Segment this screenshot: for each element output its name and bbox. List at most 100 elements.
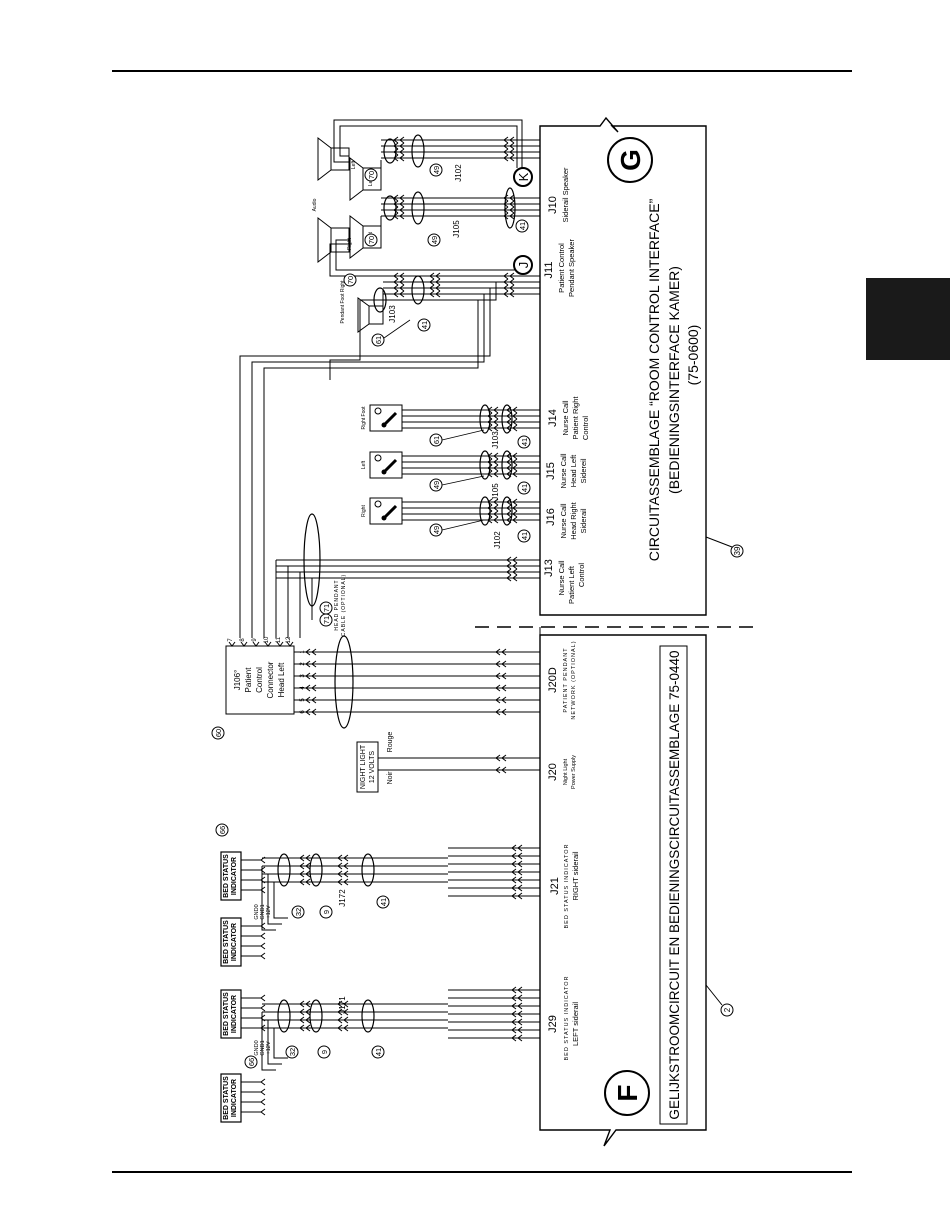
connector-chevron [495,754,501,762]
connector-chevron [393,284,399,292]
room-board-part: (75-0600) [685,325,701,386]
connector-chevron [487,412,493,420]
svg-text:PATIENT PENDANT: PATIENT PENDANT [563,647,569,712]
bed-status-box [220,851,242,901]
connector-chevron [509,136,515,144]
callout-ring [417,318,431,332]
connector-chevron [487,452,493,460]
connector-chevron [337,1024,343,1032]
connector-chevron [337,862,343,870]
connector-chevron [511,860,517,868]
connector-chevron [509,206,515,214]
connector-chevron [260,1098,266,1106]
wire-label: GND0 [254,1040,260,1055]
connector-chevron [305,648,311,656]
connector-chevron [429,284,435,292]
connector-chevron [493,424,499,432]
night-light-label: NIGHT LIGHT [360,744,367,789]
pin-label: 8 [240,638,246,642]
connector-chevron [305,1024,311,1032]
harness-loop [309,853,323,887]
wire [273,882,288,919]
harness-j105-mid: J105 [491,483,500,501]
connector-chevron [501,648,507,656]
connector-chevron [260,856,266,864]
connector-chevron [399,212,405,220]
connector-j15: J15 Nurse Call Head Left Sidereil [545,453,588,488]
connector-chevron [517,1034,523,1042]
speaker-pendant-label: Pendant Foot Right [340,280,346,324]
connector-chevron [399,148,405,156]
callout-39: 39 [733,546,742,555]
connector-chevron [264,641,272,647]
night-light-box [356,741,379,793]
pin-label: 2 [300,662,306,666]
connector-chevron [517,868,523,876]
connector-chevron [506,412,512,420]
connector-chevron [487,470,493,478]
callout-ring [517,481,531,495]
connector-chevron [429,290,435,298]
connector-chevron [512,424,518,432]
wire [251,294,485,638]
connector-chevron [311,696,317,704]
connector-chevron [487,424,493,432]
connector-chevron [517,884,523,892]
callout-ring [364,233,378,247]
connector-chevron [517,986,523,994]
connector-chevron [501,684,507,692]
wire [261,866,276,931]
switch-left [369,451,403,479]
connector-chevron [511,892,517,900]
connector-chevron [503,272,509,280]
connector-chevron [517,1002,523,1010]
dc-board-title: GELIJKSTROOMCIRCUIT EN BEDIENINGSCIRCUIT… [667,650,682,1119]
connector-chevron [343,870,349,878]
harness-loop [479,404,491,434]
connector-j106-box [225,645,295,715]
connector-chevron [493,452,499,460]
svg-text:Power Supply: Power Supply [571,755,577,789]
connector-chevron [399,284,405,292]
connector-chevron [343,1008,349,1016]
pin-label: 4 [300,686,306,690]
connector-chevron [503,148,509,156]
connector-chevron [511,1010,517,1018]
connector-chevron [299,862,305,870]
connector-chevron [493,412,499,420]
connector-chevron [512,452,518,460]
connector-chevron [517,852,523,860]
wire-label: GND1 [260,904,266,919]
connector-chevron [506,418,512,426]
speaker-left-large [317,136,350,182]
connector-chevron [511,1034,517,1042]
connector-chevron [252,641,260,647]
callout-ring [427,233,441,247]
leader-line [441,429,485,441]
connector-chevron [517,1018,523,1026]
svg-text:Patient Right: Patient Right [571,396,580,440]
callout-ring [319,613,333,627]
bed-status-label: BED STATUS [223,854,230,898]
connector-chevron [509,284,515,292]
wire [333,119,523,168]
connector-chevron [512,556,518,564]
speaker-right-label: Right [347,238,353,250]
callout-c49a: 49 [432,166,441,174]
bed-status-label: INDICATOR [231,857,238,895]
connector-chevron [305,862,311,870]
connector-chevron [503,194,509,202]
connector-chevron [487,464,493,472]
connector-chevron [260,932,266,940]
connector-chevron [495,672,501,680]
connector-chevron [337,854,343,862]
callout-ring [376,895,390,909]
harness-j102-top: J102 [454,164,463,182]
svg-text:J11: J11 [543,262,555,279]
svg-text:J20D: J20D [547,667,559,693]
connector-chevron [506,556,512,564]
dc-title-box [659,645,688,1125]
connector-chevron [435,278,441,286]
callout-c70b: 70 [367,236,376,244]
